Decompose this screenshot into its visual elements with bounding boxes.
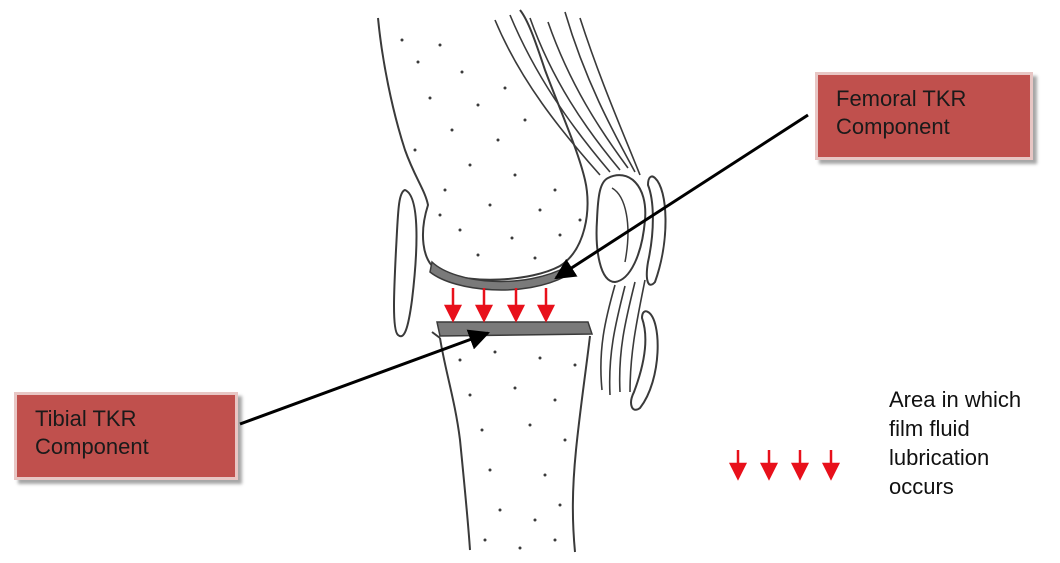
left-collateral-ligament [394, 190, 416, 336]
legend-arrow-2 [762, 450, 776, 478]
tibial-callout-line2: Component [35, 433, 217, 461]
legend-arrow-1 [731, 450, 745, 478]
joint-arrow-4 [539, 288, 553, 320]
tibia-bone-right [573, 336, 590, 552]
tibial-leader-line [240, 333, 488, 424]
right-upper-bursa [647, 176, 666, 284]
femoral-leader-line [556, 115, 808, 278]
tibial-component-callout: Tibial TKR Component [14, 392, 238, 480]
legend-line1: Area in which [889, 385, 1021, 414]
tibial-callout-line1: Tibial TKR [35, 405, 217, 433]
femoral-component [430, 262, 568, 290]
tibia-bone [440, 338, 470, 550]
legend-line3: lubrication [889, 443, 1021, 472]
legend-line4: occurs [889, 472, 1021, 501]
joint-lubrication-arrows [446, 288, 553, 320]
femoral-callout-line1: Femoral TKR [836, 85, 1012, 113]
femoral-callout-line2: Component [836, 113, 1012, 141]
legend-arrow-3 [793, 450, 807, 478]
legend-arrows [731, 450, 838, 478]
femoral-component-callout: Femoral TKR Component [815, 72, 1033, 160]
joint-arrow-3 [509, 288, 523, 320]
quadriceps-tendon [495, 12, 640, 175]
patella [597, 175, 646, 282]
tibial-component [437, 322, 592, 336]
legend-arrow-4 [824, 450, 838, 478]
legend-label: Area in which film fluid lubrication occ… [889, 385, 1021, 501]
joint-arrow-2 [477, 288, 491, 320]
right-lower-bursa [631, 311, 658, 410]
joint-arrow-1 [446, 288, 460, 320]
bone-stipple [401, 39, 582, 550]
legend-line2: film fluid [889, 414, 1021, 443]
